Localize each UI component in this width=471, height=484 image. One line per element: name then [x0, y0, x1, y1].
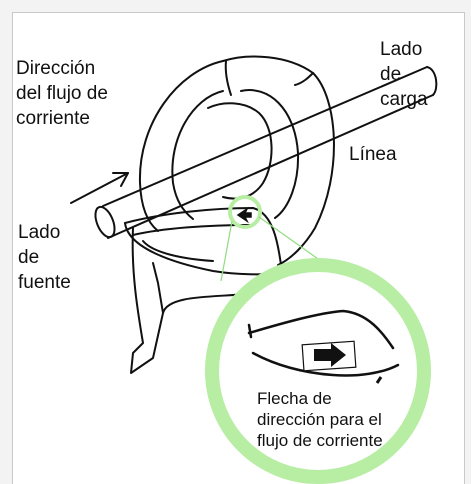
current-arrow-shaft	[70, 172, 129, 204]
label-line: Línea	[349, 144, 397, 165]
jaw-hole	[207, 102, 273, 200]
current-arrow-head	[112, 172, 129, 187]
magnified-arrow	[314, 343, 346, 367]
clamp-meter-illustration	[70, 55, 438, 484]
conductor-top	[102, 66, 428, 207]
conductor-near-end	[94, 205, 116, 239]
magnified-edge-left	[247, 323, 253, 339]
conductor-bottom	[107, 94, 434, 239]
magnified-edge-top	[247, 309, 395, 350]
jaw-outer-right	[222, 55, 335, 266]
magnified-edge-bottom	[251, 351, 400, 377]
jaw-tray-inner	[132, 224, 252, 236]
meter-body-edge	[152, 262, 164, 314]
label-arrow-callout: Flecha de dirección para el flujo de cor…	[257, 389, 383, 450]
callout-large-circle	[205, 258, 431, 484]
jaw-split-top	[224, 60, 232, 96]
magnified-tick-mark	[375, 376, 383, 384]
jaw-split-right	[294, 72, 314, 86]
label-source-side: Lado de fuente	[18, 222, 71, 293]
conductor-far-end	[426, 66, 438, 96]
meter-body	[130, 227, 254, 374]
label-load-side: Lado de carga	[380, 39, 428, 110]
diagram-panel: Dirección del flujo de corriente Lado de…	[12, 12, 465, 484]
callout-small-circle	[228, 195, 262, 229]
jaw-ring-left-inner	[171, 90, 224, 220]
jaw-tray-lower	[124, 222, 282, 276]
callout-connector-right	[258, 216, 322, 262]
jaw-tray-lower-inner	[142, 240, 214, 262]
callout-connector-left	[220, 220, 233, 282]
jaw-ring-right-inner	[240, 89, 300, 219]
jaw-arrow-marker	[236, 206, 252, 224]
label-direction-of-current: Dirección del flujo de corriente	[16, 58, 108, 129]
jaw-outer-left	[138, 60, 224, 232]
